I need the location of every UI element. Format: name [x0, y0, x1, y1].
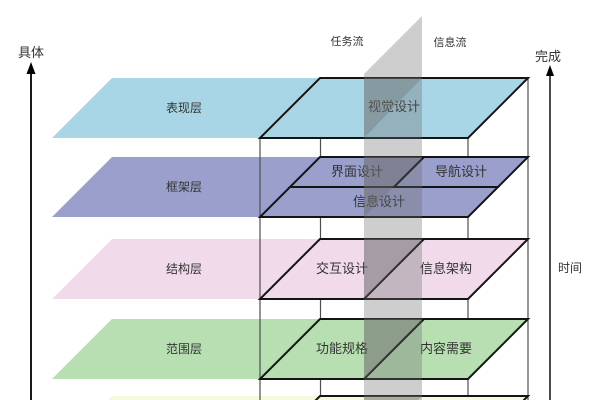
layer-label-structure: 结构层 — [166, 261, 202, 276]
box-information-architecture — [361, 238, 531, 300]
box-label-functional-specs: 功能规格 — [316, 341, 368, 356]
slice-band — [364, 16, 422, 400]
box-label-content-requirements: 内容需要 — [420, 341, 472, 356]
layer-label-scope: 范围层 — [166, 342, 202, 356]
info-flow-label: 信息流 — [434, 35, 467, 49]
box-visual-design — [257, 77, 531, 139]
slice-band-intersect-scope — [364, 319, 422, 379]
box-label-visual-design: 视觉设计 — [368, 99, 420, 114]
slice-band-intersect-skeleton — [364, 157, 422, 217]
time-axis-label: 时间 — [558, 261, 582, 275]
slice-band-intersect-surface — [364, 78, 422, 138]
box-strategy-partial — [314, 395, 531, 400]
layer-label-skeleton: 框架层 — [166, 180, 202, 194]
box-label-interface-design: 界面设计 — [331, 164, 383, 179]
box-navigation-design — [391, 156, 531, 188]
task-flow-label: 任务流 — [331, 34, 364, 48]
box-label-information-design: 信息设计 — [353, 194, 405, 209]
slice-band-intersect-structure — [364, 239, 422, 299]
box-content-requirements — [361, 318, 531, 380]
right-axis-label: 完成 — [535, 49, 561, 64]
box-label-interaction-design: 交互设计 — [316, 261, 368, 276]
left-axis-label: 具体 — [18, 45, 44, 60]
left-axis-arrowhead-icon — [26, 62, 36, 74]
box-label-navigation-design: 导航设计 — [435, 164, 487, 179]
slice-band-intersect-strategy — [364, 396, 422, 400]
layer-label-surface: 表现层 — [166, 101, 202, 115]
box-label-information-architecture: 信息架构 — [420, 261, 472, 276]
right-axis-arrowhead-icon — [546, 65, 554, 76]
